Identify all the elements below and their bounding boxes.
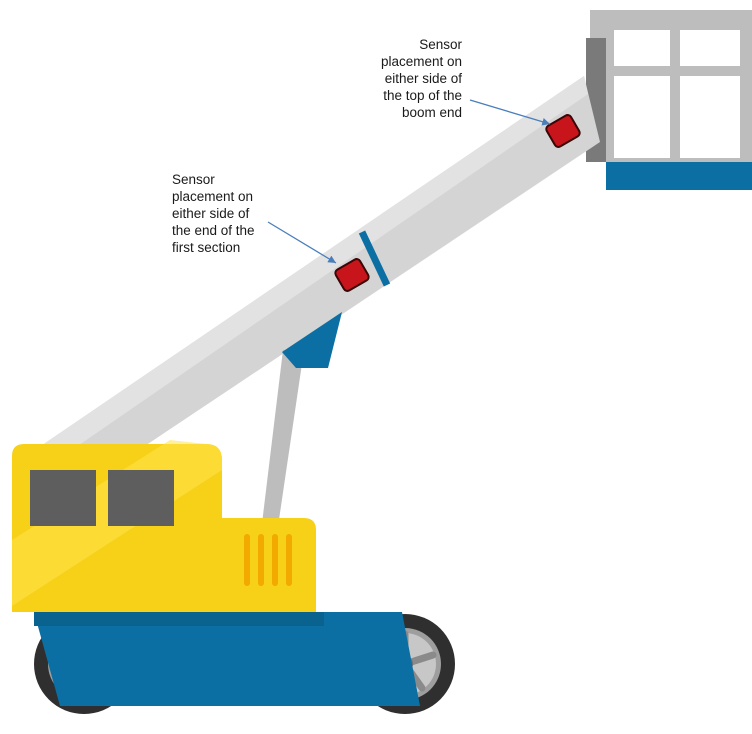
annotation-line: either side of [172, 205, 282, 222]
basket-window-pane [614, 30, 670, 66]
basket-window-pane [614, 76, 670, 158]
annotation-line: Sensor [366, 36, 462, 53]
basket-window-pane [680, 30, 740, 66]
chassis-body [34, 612, 420, 706]
chassis-shadow [34, 612, 324, 626]
basket-floor [606, 162, 752, 190]
boom-highlight [32, 76, 588, 472]
basket-window-pane [680, 76, 740, 158]
chassis [34, 612, 420, 706]
cab-window-left [30, 470, 96, 526]
annotation-line: first section [172, 239, 282, 256]
top-sensor-annotation: Sensor placement on either side of the t… [366, 36, 462, 121]
annotation-line: placement on [366, 53, 462, 70]
annotation-line: the end of the [172, 222, 282, 239]
annotation-line: placement on [172, 188, 282, 205]
support-strut [260, 350, 304, 540]
annotation-line: boom end [366, 104, 462, 121]
annotation-line: either side of [366, 70, 462, 87]
boom-arm [32, 76, 600, 500]
cab-window-right [108, 470, 174, 526]
annotation-line: the top of the [366, 87, 462, 104]
platform-basket [586, 10, 752, 190]
annotation-line: Sensor [172, 171, 282, 188]
mid-sensor-annotation: Sensor placement on either side of the e… [172, 171, 282, 256]
